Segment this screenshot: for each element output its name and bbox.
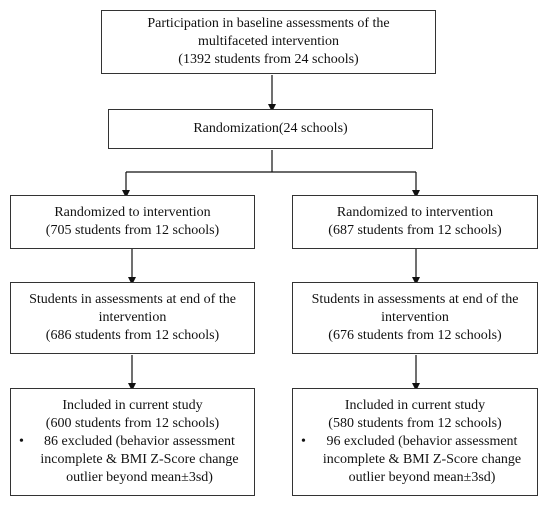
left-end-line2: intervention — [98, 310, 167, 325]
right-randomized-box: Randomized to intervention (687 students… — [292, 195, 538, 249]
left-exclusion-item: 86 excluded (behavior assessment incompl… — [17, 433, 248, 487]
right-end-line2: intervention — [381, 310, 449, 325]
baseline-line1: Participation in baseline assessments of… — [147, 16, 390, 31]
right-end-assessment-box: Students in assessments at end of the in… — [292, 282, 538, 354]
left-exclusion-list: 86 excluded (behavior assessment incompl… — [17, 433, 248, 487]
left-end-line1: Students in assessments at end of the — [29, 292, 236, 307]
baseline-line2: multifaceted intervention — [197, 34, 340, 49]
right-randomized-line1: Randomized to intervention — [336, 205, 494, 220]
randomization-box: Randomization(24 schools) — [108, 109, 433, 149]
baseline-assessment-box: Participation in baseline assessments of… — [101, 10, 436, 74]
left-included-box: Included in current study (600 students … — [10, 388, 255, 496]
right-included-box: Included in current study (580 students … — [292, 388, 538, 496]
left-included-line1: Included in current study — [62, 398, 203, 413]
baseline-line3: (1392 students from 24 schools) — [178, 52, 359, 67]
right-end-line1: Students in assessments at end of the — [311, 292, 519, 307]
left-end-assessment-box: Students in assessments at end of the in… — [10, 282, 255, 354]
right-end-line3: (676 students from 12 schools) — [328, 328, 502, 343]
left-randomized-line1: Randomized to intervention — [54, 205, 211, 220]
right-included-line2: (580 students from 12 schools) — [328, 416, 502, 431]
left-randomized-box: Randomized to intervention (705 students… — [10, 195, 255, 249]
left-included-line2: (600 students from 12 schools) — [45, 416, 220, 431]
left-randomized-line2: (705 students from 12 schools) — [45, 223, 220, 238]
right-randomized-line2: (687 students from 12 schools) — [328, 223, 502, 238]
left-end-line3: (686 students from 12 schools) — [45, 328, 220, 343]
randomization-label: Randomization(24 schools) — [193, 121, 348, 136]
right-exclusion-list: 96 excluded (behavior assessment incompl… — [299, 433, 531, 487]
right-included-line1: Included in current study — [344, 398, 486, 413]
right-exclusion-item: 96 excluded (behavior assessment incompl… — [299, 433, 531, 487]
